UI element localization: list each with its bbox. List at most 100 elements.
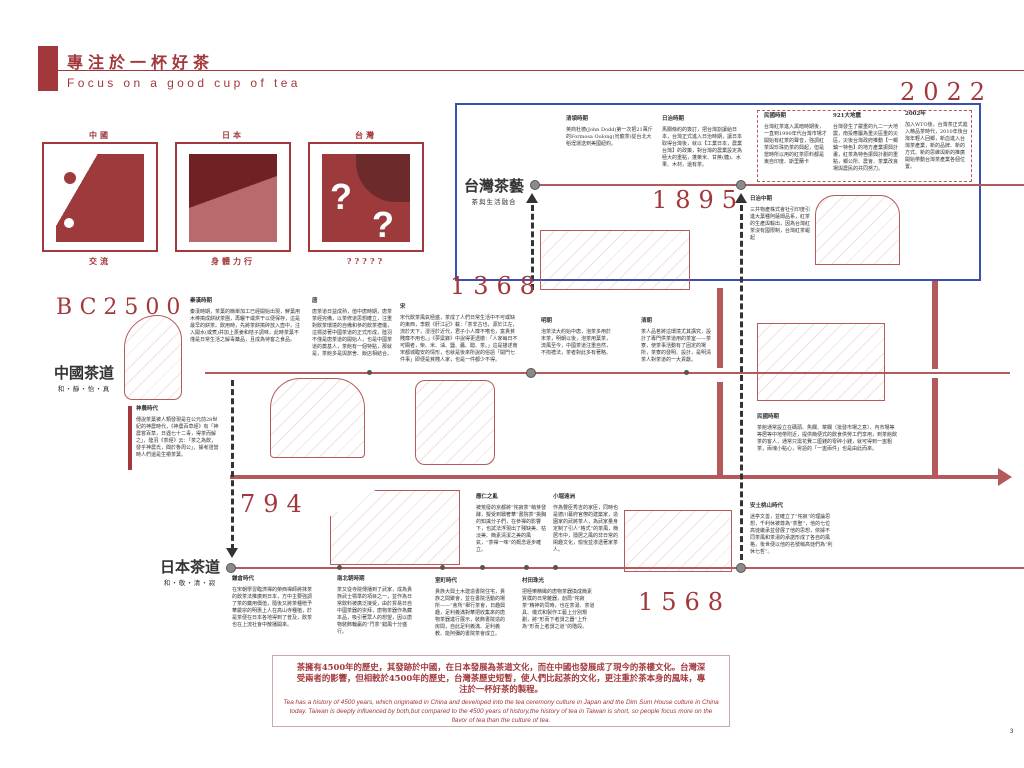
timeline-tick [553, 565, 558, 570]
dashed-connector [740, 205, 743, 560]
block-body: 三井物產株式會社引印度引進大葉種阿薩姆品系，紅茶的生產與輸出，因為台灣紅茶沒有國… [750, 207, 811, 241]
block-accent-bar [128, 406, 132, 470]
tea-room-illustration [624, 510, 732, 572]
block-heading: 日治時期 [662, 116, 685, 122]
japan-block-azuchi-momoyama: 安土桃山時代迷亭文善，並確立了“侘寂”的理論思想，千利休被尊為“茶聖”，他的七位… [750, 503, 834, 556]
year-1568: 1568 [638, 588, 732, 616]
block-body: 傳說茶葉被人類發現是在公元前28世紀的神農時代，《神農百草經》有「神農嘗百草，日… [136, 417, 219, 458]
block-body: 貴族大興土木建造書院住宅，貴族之間聚會，並在書院活動的場所——“會所”舉行茶會，… [435, 589, 506, 637]
panel-taiwan-caption: ????? [346, 256, 386, 266]
divider-bar [717, 288, 723, 368]
question-mark-icon: ? [330, 176, 352, 217]
china-block-shennong: 神農時代傳說茶葉被人類發現是在公元前28世紀的神農時代，《神農百草經》有「神農嘗… [136, 406, 220, 459]
year-794: 794 [240, 490, 310, 518]
timeline-node [736, 563, 746, 573]
dashed-connector [231, 380, 234, 550]
china-timeline [205, 372, 1010, 374]
song-tea-market-illustration [415, 380, 495, 465]
block-body: 台灣紅茶進入黑暗時期後，一直到1990年代台灣市場才開始有紅茶的聲音，強調紅茶與… [764, 124, 827, 165]
block-body: 加入WTO後，台灣茶正式進入精品茶時代，2010年後台灣年輕人回鄉，新血進入台灣… [905, 122, 968, 170]
page-title: 專注於一杯好茶 [67, 53, 215, 72]
block-heading: 民國時期 [764, 113, 787, 119]
block-heading: 2002年 [905, 111, 926, 117]
track-taiwan: 台灣茶藝 茶與生活融合 [462, 175, 527, 206]
track-china: 中國茶道 和・靜・怡・真 [52, 362, 117, 393]
arrow-up-icon [735, 193, 747, 203]
japan-block-onin-war: 應仁之亂被荒廢的京都將“侘寂茶”萌芽發酵，擬受到驕奢華“書院茶”挑胸的知識分子們… [476, 494, 548, 554]
block-body: 英商杜德(John Dodd)第一次把21萬斤的Formosa Oolong(烏… [566, 127, 653, 147]
modern-era-dashed-box [757, 110, 972, 182]
japan-block-kobori-enshu: 小堀遠洲作為豐臣秀吉的家臣，同時也是德川幕府官僚的建築家，造園家的武將茶人，為武… [553, 494, 621, 554]
track-china-motto: 和・靜・怡・真 [57, 385, 111, 393]
china-block-song: 宋宋代飲茶風氣極盛，茶成了人們日常生活中不可或缺的東西，李觀《肝江記》載：「茶非… [400, 304, 518, 364]
block-body: 茶又從寺院傳播到了武家，成為貴族武士標準的項目之一，並作為日常飲料被廣泛接受，由… [337, 587, 413, 635]
panel-taiwan-label: 台灣 [355, 130, 377, 140]
china-block-ming: 明朝泡茶法大約始中唐，泡茶多用於末茶，明朝以後，泡茶用葉茶，流風至今，中國茶道注… [541, 318, 613, 357]
summary-chinese: 茶擁有4500年的歷史，其發跡於中國，在日本發展為茶道文化，而在中國也發展成了現… [296, 662, 706, 694]
timeline-node [226, 563, 236, 573]
block-body: 在宋朝學習臨濟禪的榮西禪師將抹茶的飲茶法推廣到日本，方中主要強調了茶的藥用價值，… [232, 587, 313, 628]
timeline-node [530, 180, 540, 190]
block-heading: 民國時期 [757, 414, 780, 420]
block-body: 唐茶道日益成熟，值中唐時期，唐茶茶經完備，以茶修道思想確立，注重對飲茶環境的自備… [312, 309, 393, 357]
divider-bar [932, 281, 938, 369]
china-block-roc: 民國時期茶館通常設立在碼頭、魚欄、菜欄（批發市場之意）、內市場等等居等中地帶附近… [757, 414, 897, 453]
teahouse-illustration [540, 230, 690, 290]
timeline-tick [440, 565, 445, 570]
summary-box: 茶擁有4500年的歷史，其發跡於中國，在日本發展為茶道文化，而在中國也發展成了現… [272, 655, 730, 727]
block-body: 台灣發生了嚴重的九二一大地震，南投應屬為重災區重的災區，災後台灣政府推動【一鄉鎮… [833, 124, 899, 172]
taiwan-block-qing: 清領時期英商杜德(John Dodd)第一次把21萬斤的Formosa Oolo… [566, 116, 654, 148]
track-taiwan-name: 台灣茶藝 [464, 177, 525, 195]
block-body: 作為豐臣秀吉的家臣，同時也是德川幕府官僚的建築家，造園家的武將茶人，為武家量身定… [553, 505, 619, 553]
title-accent-bar [38, 46, 58, 91]
taiwan-block-mid-japanese-rule: 日治中期三井物產株式會社引印度引進大葉種阿薩姆品系，紅茶的生產與輸出，因為台灣紅… [750, 196, 812, 242]
block-heading: 清朝 [641, 318, 653, 324]
block-heading: 鎌倉時代 [232, 576, 255, 582]
block-body: 把極樂精緻的唐物茶器換成簡素質樸的日常雜器，創局“侘寂茶”精神的同時，也在茶湯、… [522, 589, 595, 630]
timeline-tick [524, 565, 529, 570]
panel-china-label: 中國 [89, 130, 111, 140]
taiwan-block-921: 921大地震台灣發生了嚴重的九二一大地震，南投應屬為重災區重的災區，災後台灣政府… [833, 113, 899, 173]
block-body: 馬關條約的簽訂，把台灣割讓給日本，台灣正式進入日治時期，讓日本取得台灣後，就以【… [662, 127, 743, 168]
taiwan-block-japanese-rule: 日治時期馬關條約的簽訂，把台灣割讓給日本，台灣正式進入日治時期，讓日本取得台灣後… [662, 116, 742, 169]
taiwan-block-2002: 2002年加入WTO後，台灣茶正式進入精品茶時代，2010年後台灣年輕人回鄉，新… [905, 111, 969, 171]
year-1895: 1895 [652, 186, 746, 214]
panel-japan-caption: 身體力行 [211, 256, 255, 266]
timeline-tick [367, 370, 372, 375]
block-heading: 神農時代 [136, 406, 159, 412]
block-heading: 日治中期 [750, 196, 773, 202]
timeline-tick [684, 370, 689, 375]
panel-china-image [42, 142, 158, 252]
block-body: 迷亭文善，並確立了“侘寂”的理論思想，千利休被尊為“茶聖”，他的七位高徒繼承並發… [750, 514, 833, 555]
japanese-temple-illustration [330, 490, 460, 565]
block-heading: 應仁之亂 [476, 494, 499, 500]
divider-bar [932, 378, 938, 478]
panel-china-caption: 交流 [89, 256, 111, 266]
timeline-tick [480, 565, 485, 570]
arrow-down-icon [226, 548, 238, 558]
block-heading: 宋 [400, 304, 406, 310]
block-heading: 安土桃山時代 [750, 503, 784, 509]
block-heading: 小堀遠洲 [553, 494, 576, 500]
panel-japan-image [175, 142, 291, 252]
panel-taiwan-image: ? ? [308, 142, 424, 252]
block-body: 茶人品茗將這環境尤其講究，設計了專門供茶道用的茶室——茶寮，使茶事活動有了固定的… [641, 329, 712, 363]
arrow-up-icon [526, 193, 538, 203]
taiwan-timeline [536, 184, 1024, 186]
taiwan-block-roc: 民國時期台灣紅茶進入黑暗時期後，一直到1990年代台灣市場才開始有紅茶的聲音，強… [764, 113, 828, 166]
block-body: 宋代飲茶風氣極盛，茶成了人們日常生活中不可或缺的東西，李觀《肝江記》載：「茶非古… [400, 315, 518, 363]
tang-tea-drinkers-illustration [270, 378, 365, 458]
japan-block-kamakura: 鎌倉時代在宋朝學習臨濟禪的榮西禪師將抹茶的飲茶法推廣到日本，方中主要強調了茶的藥… [232, 576, 316, 629]
timeline-node [736, 180, 746, 190]
track-japan-motto: 和・敬・清・寂 [163, 579, 217, 587]
block-heading: 村田珠光 [522, 578, 545, 584]
page-subtitle: Focus on a good cup of tea [67, 76, 301, 90]
block-body: 茶館通常設立在碼頭、魚欄、菜欄（批發市場之意）、內市場等等居等中地帶附近，提供簡… [757, 425, 898, 452]
teahouse-dining-illustration [757, 323, 885, 401]
panel-japan-label: 日本 [222, 130, 244, 140]
question-mark-icon: ? [372, 204, 394, 242]
shennong-illustration [124, 315, 182, 400]
china-block-tang: 唐唐茶道日益成熟，值中唐時期，唐茶茶經完備，以茶修道思想確立，注重對飲茶環境的自… [312, 298, 392, 358]
track-taiwan-motto: 茶與生活融合 [471, 198, 517, 206]
block-body: 秦漢時期，茶葉的簡單加工已經開始出現，鮮葉用木棒搗成餅狀茶團，再曬干或烘干以便保… [190, 309, 301, 343]
